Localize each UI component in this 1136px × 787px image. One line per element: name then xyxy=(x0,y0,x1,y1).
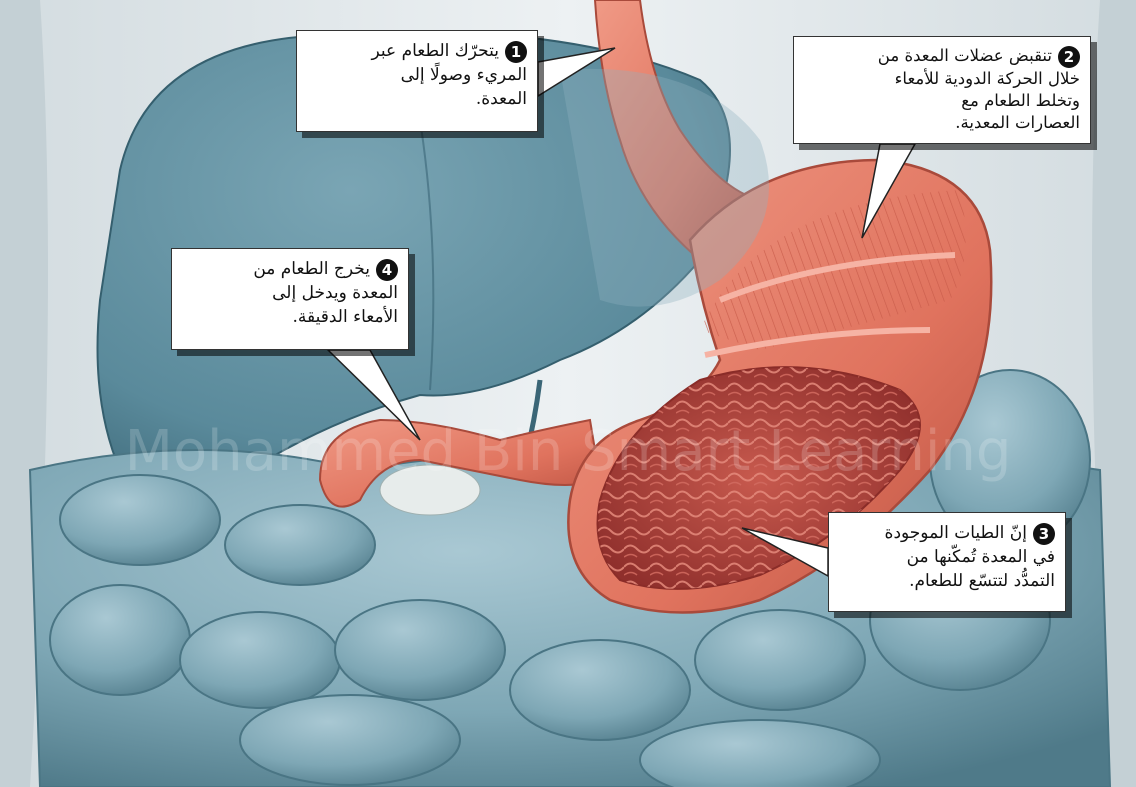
callout-1-line-1: يتحرّك الطعام عبر xyxy=(372,41,499,61)
callout-2: 2 تنقبض عضلات المعدة من خلال الحركة الدود… xyxy=(793,36,1091,144)
callout-4-line-2: المعدة ويدخل إلى xyxy=(182,281,398,305)
callout-3: 3 إنّ الطيات الموجودة في المعدة تُمكّنها … xyxy=(828,512,1066,612)
step-number-4: 4 xyxy=(376,259,398,281)
callout-4-line-3: الأمعاء الدقيقة. xyxy=(182,305,398,329)
step-number-3: 3 xyxy=(1033,523,1055,545)
step-number-1: 1 xyxy=(505,41,527,63)
callout-3-line-2: في المعدة تُمكّنها من xyxy=(839,545,1055,569)
callout-2-line-2: خلال الحركة الدودية للأمعاء xyxy=(804,68,1080,90)
callout-1: 1 يتحرّك الطعام عبر المريء وصولًا إلى الم… xyxy=(296,30,538,132)
callout-4: 4 يخرج الطعام من المعدة ويدخل إلى الأمعاء… xyxy=(171,248,409,350)
callout-2-line-1: تنقبض عضلات المعدة من xyxy=(878,46,1052,65)
callout-4-line-1: يخرج الطعام من xyxy=(253,259,370,279)
step-number-2: 2 xyxy=(1058,46,1080,68)
callout-2-line-4: العصارات المعدية. xyxy=(804,112,1080,134)
callout-1-line-2: المريء وصولًا إلى xyxy=(307,63,527,87)
callout-1-line-3: المعدة. xyxy=(307,87,527,111)
callout-3-line-1: إنّ الطيات الموجودة xyxy=(885,523,1027,543)
callout-2-line-3: وتخلط الطعام مع xyxy=(804,90,1080,112)
callout-3-line-3: التمدُّد لتتسّع للطعام. xyxy=(839,569,1055,593)
watermark-text: Mohammed Bin Smart Learning xyxy=(125,419,1012,484)
